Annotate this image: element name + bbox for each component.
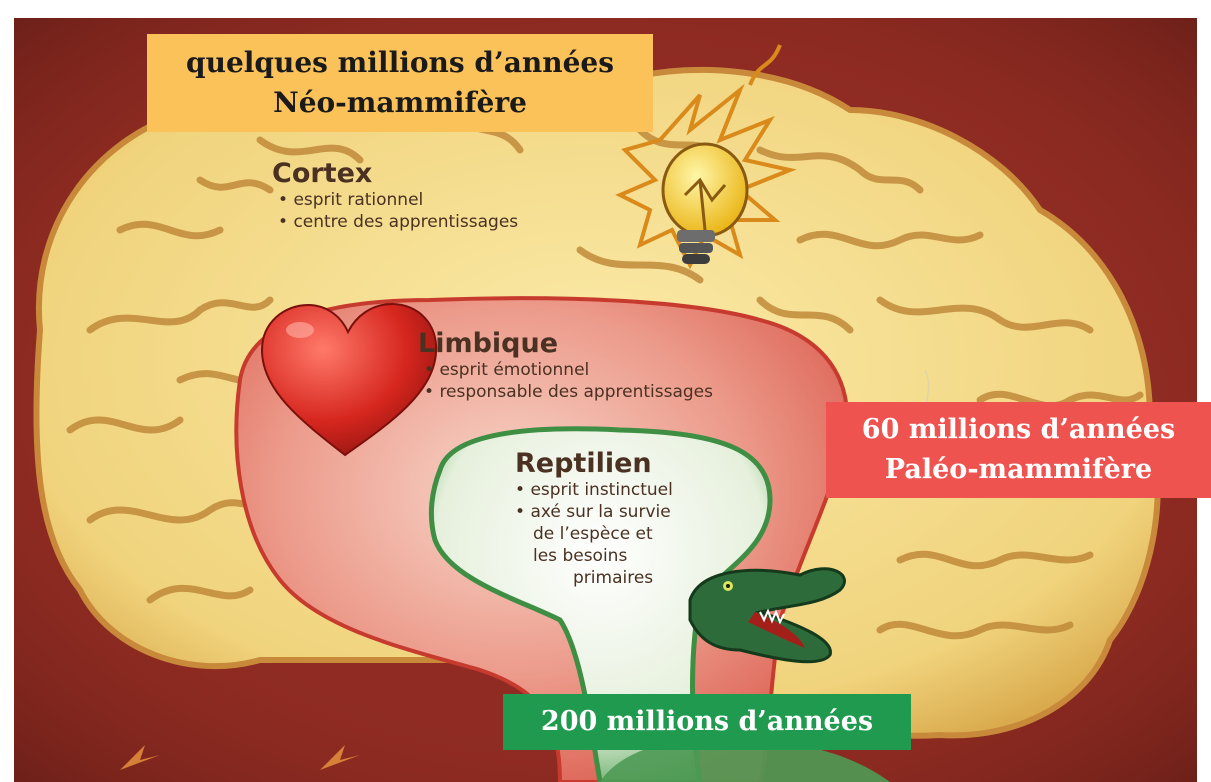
cortex-bullet: esprit rationnel bbox=[278, 189, 518, 211]
paleo-age: 60 millions d’années bbox=[826, 410, 1211, 450]
cortex-title: Cortex bbox=[272, 158, 518, 189]
reptilien-line: de l’espèce et bbox=[533, 523, 673, 545]
neo-name: Néo-mammifère bbox=[147, 83, 653, 123]
cortex-text: Cortex esprit rationnel centre des appre… bbox=[272, 158, 518, 233]
reptile-label: 200 millions d’années bbox=[503, 694, 911, 750]
reptilien-bullets: esprit instinctuel axé sur la survie bbox=[515, 479, 673, 523]
reptilien-line: primaires bbox=[533, 567, 673, 589]
reptilien-continuation: de l’espèce et les besoins primaires bbox=[515, 523, 673, 589]
cortex-bullet: centre des apprentissages bbox=[278, 211, 518, 233]
paleo-name: Paléo-mammifère bbox=[826, 450, 1211, 490]
paleo-mammal-label: 60 millions d’années Paléo-mammifère bbox=[826, 402, 1211, 498]
neo-mammal-label: quelques millions d’années Néo-mammifère bbox=[147, 34, 653, 132]
limbique-bullet: responsable des apprentissages bbox=[424, 381, 713, 403]
cortex-bullets: esprit rationnel centre des apprentissag… bbox=[278, 189, 518, 233]
reptilien-title: Reptilien bbox=[515, 448, 673, 479]
neo-age: quelques millions d’années bbox=[147, 43, 653, 83]
reptilien-text: Reptilien esprit instinctuel axé sur la … bbox=[515, 448, 673, 589]
limbique-text: Limbique esprit émotionnel responsable d… bbox=[418, 328, 713, 403]
limbique-bullets: esprit émotionnel responsable des appren… bbox=[424, 359, 713, 403]
reptile-age: 200 millions d’années bbox=[503, 694, 911, 750]
reptilien-bullet: axé sur la survie bbox=[515, 501, 673, 523]
reptilien-line: les besoins bbox=[533, 545, 673, 567]
limbique-title: Limbique bbox=[418, 328, 713, 359]
reptilien-bullet: esprit instinctuel bbox=[515, 479, 673, 501]
limbique-bullet: esprit émotionnel bbox=[424, 359, 713, 381]
